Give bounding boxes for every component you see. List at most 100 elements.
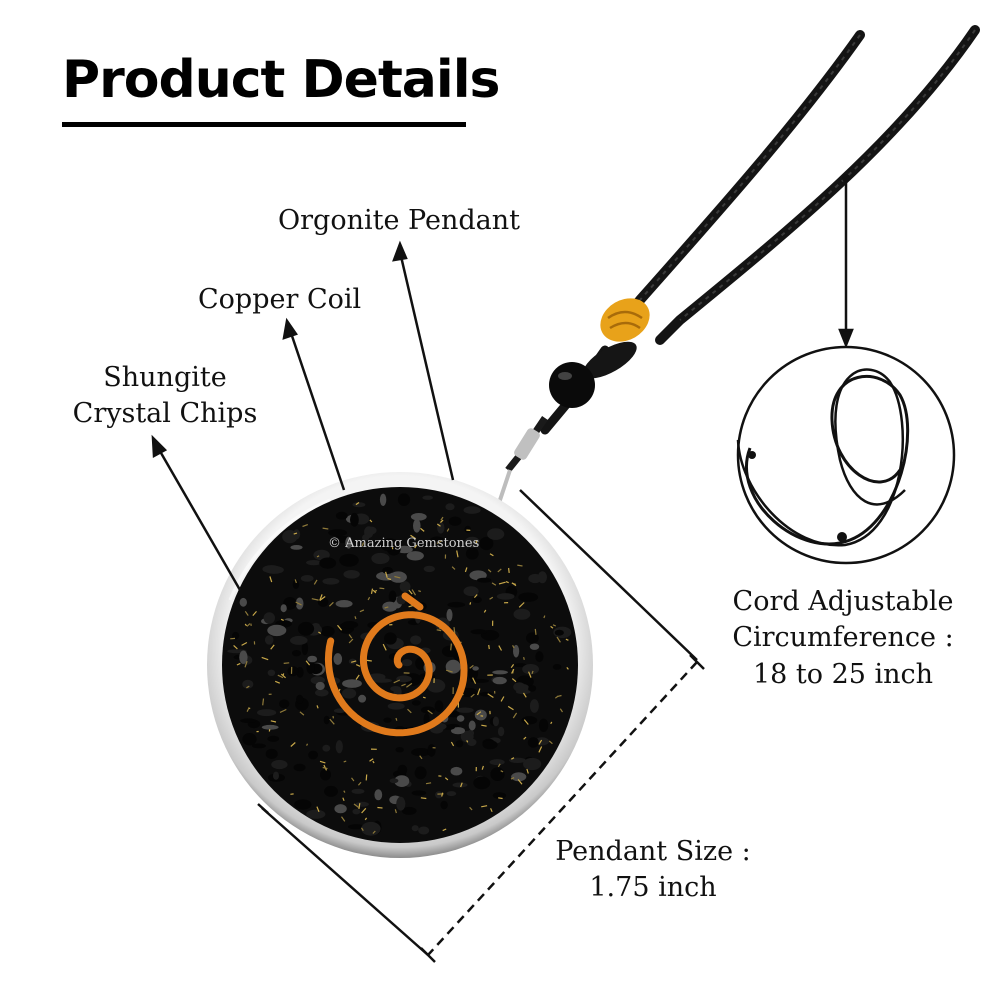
shungite-chip [322, 744, 331, 752]
copper-fleck [358, 803, 361, 810]
shungite-chip [261, 724, 279, 730]
shungite-chip [496, 593, 515, 600]
copper-fleck [236, 662, 241, 666]
copper-fleck [377, 806, 383, 809]
copper-fleck [283, 662, 290, 664]
copper-fleck [534, 628, 537, 635]
label-cord: Cord Adjustable Circumference : 18 to 25… [725, 584, 961, 693]
copper-fleck [313, 579, 318, 585]
copper-fleck [538, 746, 543, 753]
shungite-chip [339, 553, 359, 567]
copper-fleck [277, 674, 284, 679]
copper-fleck [411, 589, 417, 596]
shungite-chip [351, 788, 365, 794]
shungite-chip [411, 825, 419, 832]
shungite-chip [267, 735, 280, 742]
copper-fleck [408, 589, 413, 595]
shungite-chip [239, 650, 248, 664]
shungite-chip [388, 590, 397, 603]
copper-fleck [329, 718, 335, 725]
copper-fleck [497, 763, 501, 768]
copper-fleck [355, 674, 360, 680]
shungite-chip [335, 600, 353, 608]
copper-fleck [552, 624, 557, 627]
copper-fleck [244, 661, 248, 668]
shungite-chip [522, 664, 539, 675]
copper-fleck [241, 641, 248, 646]
shungite-chip [242, 733, 257, 746]
shungite-chip [521, 716, 538, 725]
copper-fleck [451, 566, 456, 570]
shungite-chip [333, 653, 343, 665]
shungite-chip [273, 771, 279, 780]
copper-fleck [489, 553, 494, 557]
shungite-chip [279, 699, 290, 709]
copper-fleck [444, 777, 449, 781]
shungite-chip [523, 757, 542, 771]
copper-fleck [406, 682, 413, 688]
shungite-chip [290, 635, 308, 645]
shungite-chip [313, 549, 330, 561]
copper-fleck [526, 768, 529, 774]
shungite-chip [347, 824, 365, 830]
orgonite-pendant [207, 472, 593, 858]
copper-fleck [436, 523, 441, 527]
shungite-chip [387, 702, 405, 710]
copper-fleck [440, 519, 444, 523]
copper-fleck [498, 581, 506, 585]
shungite-chip [240, 718, 257, 723]
shungite-chip [306, 560, 322, 566]
shungite-chip [324, 785, 338, 797]
watermark-text: © Amazing Gemstones [328, 536, 480, 551]
copper-fleck [419, 755, 423, 760]
shungite-chip [526, 632, 539, 644]
shungite-chip [361, 821, 381, 836]
copper-fleck [387, 577, 392, 581]
copper-fleck [425, 782, 432, 785]
shungite-chip [389, 778, 399, 784]
copper-fleck [361, 542, 365, 547]
shungite-chip [350, 512, 359, 527]
copper-fleck [246, 623, 251, 627]
copper-fleck [420, 527, 425, 532]
copper-fleck [441, 792, 444, 797]
shungite-chip [267, 624, 287, 637]
copper-fleck [453, 627, 456, 634]
copper-fleck [316, 806, 320, 813]
shungite-chip [456, 707, 474, 713]
copper-fleck [512, 712, 518, 719]
copper-fleck [469, 806, 473, 811]
shungite-chip [320, 768, 331, 781]
shungite-chip [437, 522, 445, 534]
shungite-chip [410, 635, 422, 645]
copper-fleck [440, 516, 444, 521]
shungite-chip [435, 791, 443, 799]
shungite-chip [447, 601, 466, 608]
shungite-chip [472, 666, 479, 671]
copper-fleck [488, 644, 490, 650]
copper-fleck [543, 615, 546, 619]
shungite-chip [468, 720, 476, 731]
copper-fleck [341, 816, 346, 822]
label-shungite: Shungite Crystal Chips [70, 360, 260, 433]
shungite-chip [322, 578, 340, 585]
shungite-chip [383, 717, 392, 723]
shungite-chip [529, 699, 539, 713]
shungite-chip [554, 629, 564, 636]
cord-inset [736, 345, 956, 565]
copper-fleck [369, 519, 373, 523]
copper-fleck [469, 664, 474, 669]
shungite-chip [422, 495, 434, 500]
copper-spiral-icon [324, 611, 468, 737]
shungite-chip [414, 766, 427, 780]
copper-fleck [473, 594, 478, 599]
shungite-chip [446, 791, 457, 797]
shungite-chip [487, 528, 505, 540]
shungite-chip [328, 529, 347, 537]
shungite-chip [537, 571, 548, 584]
copper-fleck [280, 673, 286, 679]
label-shungite-line1: Shungite [103, 362, 227, 393]
copper-fleck [233, 644, 238, 650]
copper-fleck [511, 668, 515, 674]
copper-fleck [487, 569, 492, 573]
